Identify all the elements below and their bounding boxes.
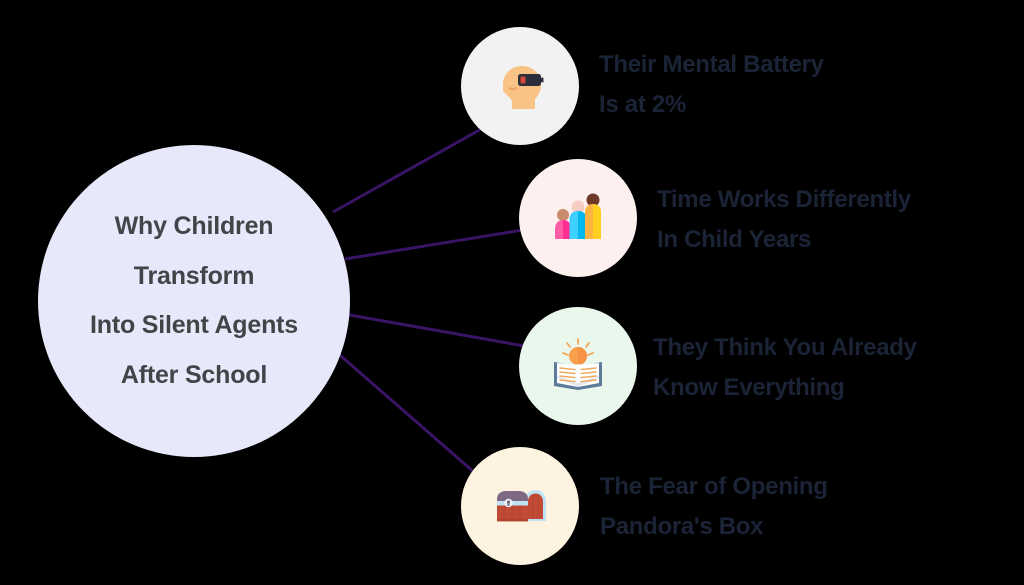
head-low-battery-icon: [503, 66, 544, 109]
branch-icon-circle-child-years[interactable]: [519, 159, 637, 277]
treasure-chest-icon: [497, 490, 546, 522]
family-people-icon: [555, 193, 601, 239]
connector-line-3: [343, 312, 531, 349]
branch-label-know-everything-line-2: Know Everything: [653, 374, 845, 401]
connector-line-4: [333, 348, 476, 475]
hub-line-4: After School: [120, 360, 268, 389]
open-book-lightbulb-icon: [554, 338, 602, 390]
branch-label-child-years-line-2: In Child Years: [657, 226, 812, 253]
connector-line-1: [332, 126, 484, 214]
connector-line-2: [344, 226, 536, 261]
branch-icon-circle-know-everything[interactable]: [519, 307, 637, 425]
branch-label-mental-battery-line-2: Is at 2%: [599, 91, 686, 118]
hub-line-2: Transform: [133, 261, 255, 290]
branch-icon-circle-pandoras-box[interactable]: [461, 447, 579, 565]
branch-label-mental-battery-line-1: Their Mental Battery: [599, 51, 824, 78]
branch-label-know-everything-line-1: They Think You Already: [653, 334, 917, 361]
hub-line-1: Why Children: [114, 212, 274, 240]
branch-label-child-years-line-1: Time Works Differently: [657, 186, 911, 213]
hub-node[interactable]: Why Children Transform Into Silent Agent…: [38, 145, 350, 457]
branch-label-pandoras-box-line-1: The Fear of Opening: [600, 473, 828, 500]
hub-line-3: Into Silent Agents: [90, 311, 298, 339]
branch-label-pandoras-box-line-2: Pandora's Box: [600, 513, 764, 540]
branch-icon-circle-mental-battery[interactable]: [461, 27, 579, 145]
